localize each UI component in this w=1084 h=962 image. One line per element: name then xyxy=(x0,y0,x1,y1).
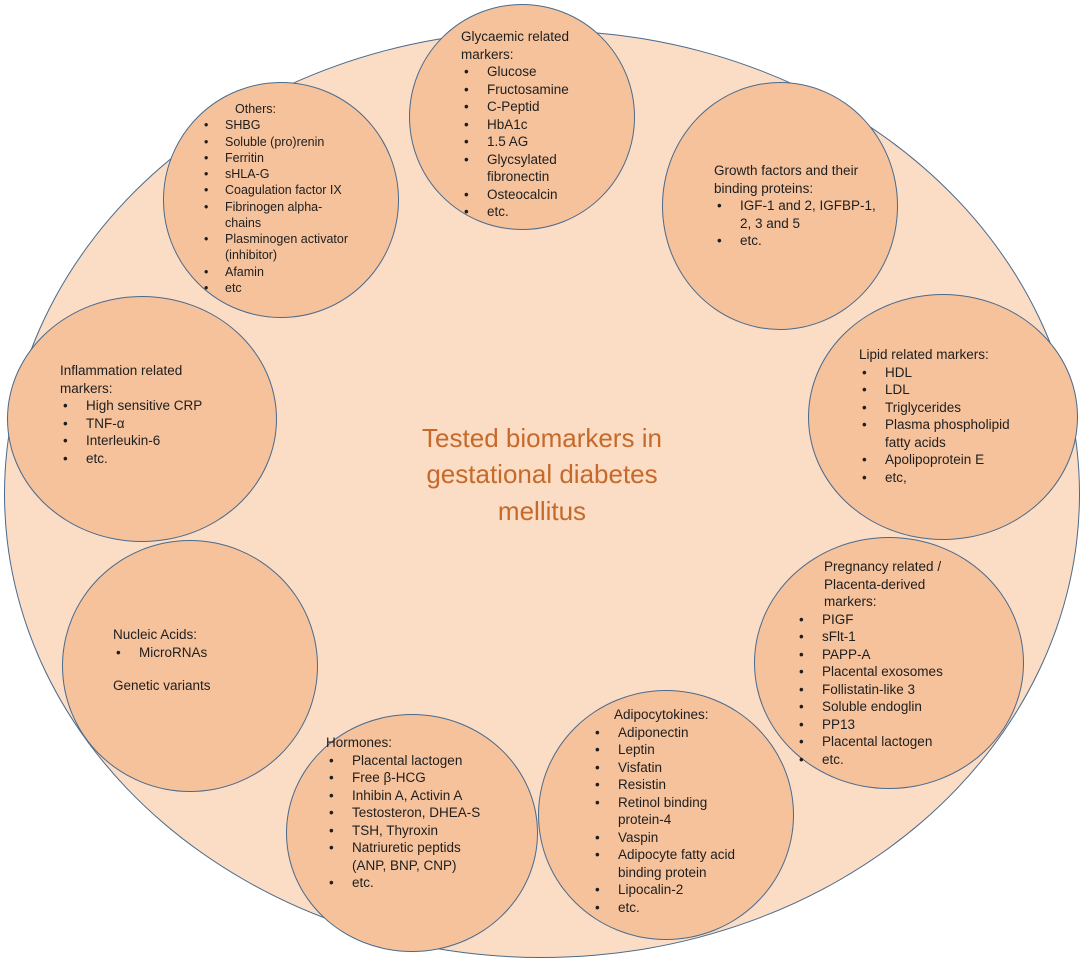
inflammation-group: Inflammation related markers: High sensi… xyxy=(60,362,260,467)
list-item: TSH, Thyroxin xyxy=(326,822,526,840)
list-item: 1.5 AG xyxy=(461,133,626,151)
list-item: Placental lactogen xyxy=(796,733,996,751)
adipo-heading: Adipocytokines: xyxy=(614,707,709,722)
pregnancy-heading: Pregnancy related / Placenta-derived mar… xyxy=(824,559,942,610)
list-item: PP13 xyxy=(796,716,996,734)
list-item: Vaspin xyxy=(592,829,782,847)
list-item: etc. xyxy=(461,203,626,221)
list-item: IGF-1 and 2, IGFBP-1, 2, 3 and 5 xyxy=(714,197,894,232)
list-item: Fructosamine xyxy=(461,81,626,99)
list-item: Soluble endoglin xyxy=(796,698,996,716)
list-item: Interleukin-6 xyxy=(60,432,260,450)
list-item: Lipocalin-2 xyxy=(592,881,782,899)
list-item: Ferritin xyxy=(201,150,386,167)
list-item: HDL xyxy=(859,364,1059,382)
glycaemic-heading: Glycaemic related markers: xyxy=(461,29,570,62)
hormones-heading: Hormones: xyxy=(326,735,393,750)
nucleic-list: MicroRNAs xyxy=(113,644,293,662)
list-item: TNF-α xyxy=(60,415,260,433)
adipo-list: Adiponectin Leptin Visfatin Resistin Ret… xyxy=(592,724,782,917)
list-item: Visfatin xyxy=(592,759,782,777)
list-item: Plasminogen activator (inhibitor) xyxy=(201,231,386,264)
list-item: Coagulation factor IX xyxy=(201,182,386,199)
list-item: Free β-HCG xyxy=(326,769,526,787)
list-item: Triglycerides xyxy=(859,399,1059,417)
lipid-group: Lipid related markers: HDL LDL Triglycer… xyxy=(859,346,1059,486)
glycaemic-list: Glucose Fructosamine C-Peptid HbA1c 1.5 … xyxy=(461,63,626,221)
list-item: C-Peptid xyxy=(461,98,626,116)
hormones-group: Hormones: Placental lactogen Free β-HCG … xyxy=(326,734,526,892)
list-item: Testosteron, DHEA-S xyxy=(326,804,526,822)
list-item: PAPP-A xyxy=(796,646,996,664)
list-item: High sensitive CRP xyxy=(60,397,260,415)
list-item: Leptin xyxy=(592,741,782,759)
others-group: Others: SHBG Soluble (pro)renin Ferritin… xyxy=(201,101,386,296)
nucleic-circle xyxy=(62,540,318,792)
list-item: Retinol binding protein-4 xyxy=(592,794,782,829)
list-item: etc. xyxy=(714,232,894,250)
inflammation-heading: Inflammation related markers: xyxy=(60,363,183,396)
list-item: Placental exosomes xyxy=(796,663,996,681)
list-item: Glucose xyxy=(461,63,626,81)
list-item: LDL xyxy=(859,381,1059,399)
others-heading: Others: xyxy=(235,102,276,116)
growth-list: IGF-1 and 2, IGFBP-1, 2, 3 and 5 etc. xyxy=(714,197,894,250)
growth-group: Growth factors and their binding protein… xyxy=(714,162,894,250)
list-item: etc. xyxy=(60,450,260,468)
diagram-title: Tested biomarkers in gestational diabete… xyxy=(422,423,662,526)
lipid-heading: Lipid related markers: xyxy=(859,347,989,362)
list-item: etc. xyxy=(326,874,526,892)
lipid-list: HDL LDL Triglycerides Plasma phospholipi… xyxy=(859,364,1059,487)
list-item: Adiponectin xyxy=(592,724,782,742)
pregnancy-group: Pregnancy related / Placenta-derived mar… xyxy=(796,558,996,769)
glycaemic-group: Glycaemic related markers: Glucose Fruct… xyxy=(461,28,626,221)
nucleic-group: Nucleic Acids: MicroRNAs Genetic variant… xyxy=(113,626,293,695)
list-item: PIGF xyxy=(796,611,996,629)
list-item: MicroRNAs xyxy=(113,644,293,662)
list-item: HbA1c xyxy=(461,116,626,134)
list-item: Glycsylated fibronectin xyxy=(461,151,626,186)
list-item: sFlt-1 xyxy=(796,628,996,646)
list-item: Placental lactogen xyxy=(326,752,526,770)
nucleic-extra: Genetic variants xyxy=(113,678,211,694)
list-item: etc. xyxy=(592,899,782,917)
list-item: etc. xyxy=(796,751,996,769)
list-item: Resistin xyxy=(592,776,782,794)
pregnancy-list: PIGF sFlt-1 PAPP-A Placental exosomes Fo… xyxy=(796,611,996,769)
others-list: SHBG Soluble (pro)renin Ferritin sHLA-G … xyxy=(201,117,386,296)
list-item: etc, xyxy=(859,469,1059,487)
list-item: Follistatin-like 3 xyxy=(796,681,996,699)
list-item: Soluble (pro)renin xyxy=(201,134,386,151)
growth-heading: Growth factors and their binding protein… xyxy=(714,163,859,196)
list-item: Osteocalcin xyxy=(461,186,626,204)
inflammation-list: High sensitive CRP TNF-α Interleukin-6 e… xyxy=(60,397,260,467)
adipo-group: Adipocytokines: Adiponectin Leptin Visfa… xyxy=(592,706,782,917)
list-item: SHBG xyxy=(201,117,386,134)
list-item: Afamin xyxy=(201,264,386,281)
list-item: Natriuretic peptids (ANP, BNP, CNP) xyxy=(326,839,526,874)
list-item: Inhibin A, Activin A xyxy=(326,787,526,805)
list-item: Plasma phospholipid fatty acids xyxy=(859,416,1059,451)
list-item: Apolipoprotein E xyxy=(859,451,1059,469)
list-item: sHLA-G xyxy=(201,166,386,183)
list-item: Fibrinogen alpha- chains xyxy=(201,199,386,232)
list-item: etc xyxy=(201,280,386,297)
nucleic-heading: Nucleic Acids: xyxy=(113,627,198,642)
list-item: Adipocyte fatty acid binding protein xyxy=(592,846,782,881)
hormones-list: Placental lactogen Free β-HCG Inhibin A,… xyxy=(326,752,526,892)
